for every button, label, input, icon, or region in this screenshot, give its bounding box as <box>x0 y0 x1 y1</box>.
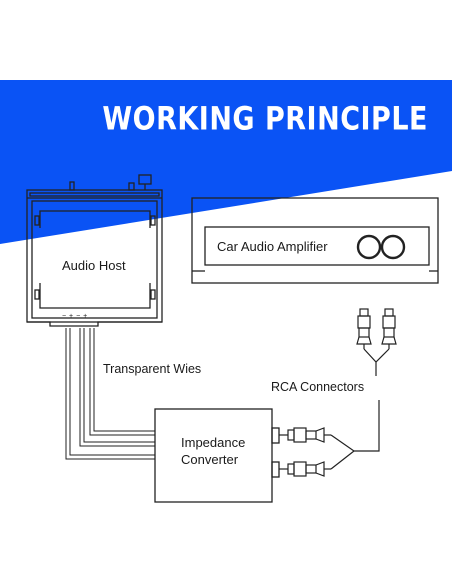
page-title: WORKING PRINCIPLE <box>102 101 428 138</box>
audio-host-unit <box>26 174 163 327</box>
amplifier-unit <box>191 197 439 284</box>
banner-shape <box>0 80 452 244</box>
rca-plug-upper-pair <box>356 308 397 376</box>
converter-label-line2: Converter <box>181 452 239 467</box>
converter-label-line1: Impedance <box>181 435 246 450</box>
amplifier-knob-right <box>380 234 406 260</box>
amplifier-label: Car Audio Amplifier <box>217 239 328 254</box>
wires-label: Transparent Wies <box>103 362 202 376</box>
amplifier-knob-left <box>356 234 382 260</box>
rca-connectors-label: RCA Connectors <box>271 380 365 394</box>
host-terminals-label: − + − + <box>62 313 88 320</box>
rca-plug-lower-pair <box>279 400 380 477</box>
audio-host-label: Audio Host <box>62 258 126 273</box>
transparent-wires <box>65 328 155 460</box>
